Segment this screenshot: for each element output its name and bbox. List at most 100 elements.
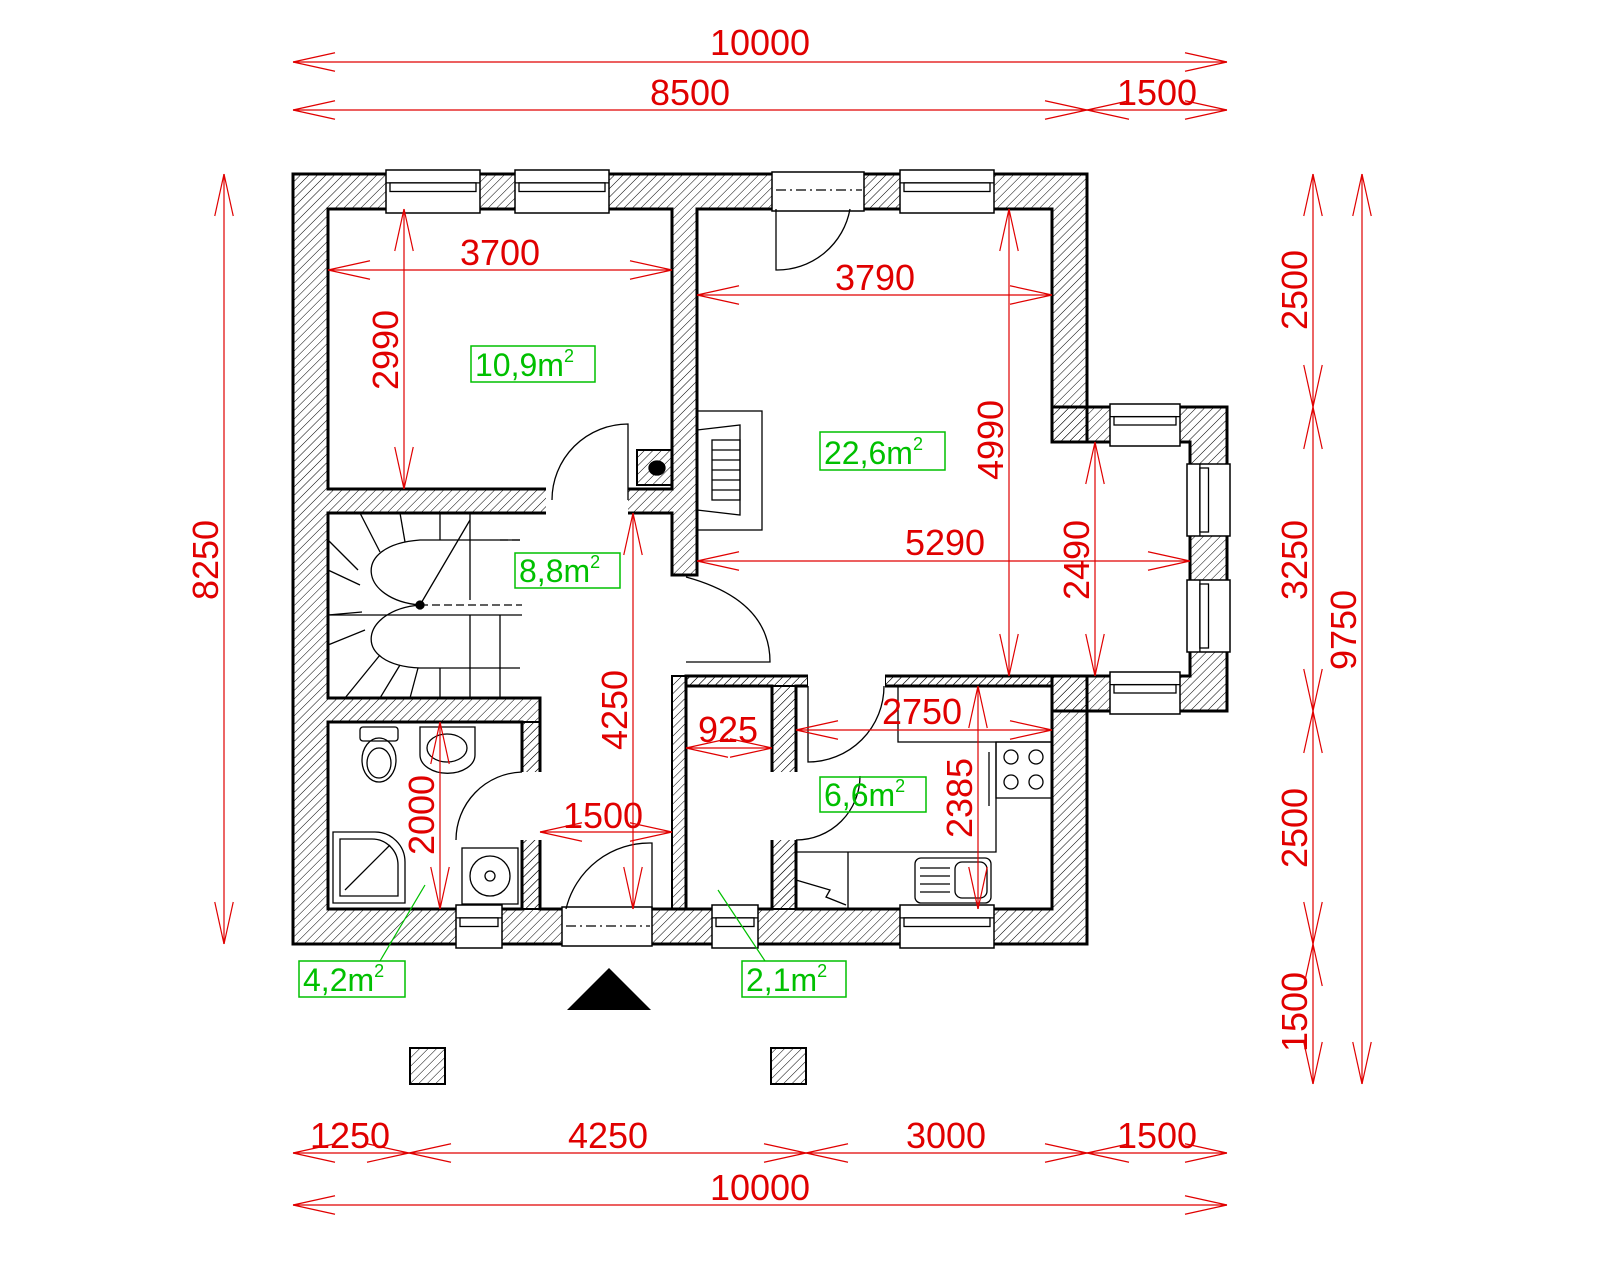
area-value: 4,2m2 (303, 961, 384, 998)
area-labels: 10,9m2 22,6m2 8,8m2 6,6m2 4,2m2 2,1m2 (298, 345, 946, 998)
door-bedroom (551, 423, 629, 501)
dimension-value: 1500 (1117, 1115, 1197, 1156)
shower-icon (332, 831, 406, 904)
dimension-value: 2385 (939, 758, 980, 838)
sink-icon (914, 857, 992, 904)
room-bathroom (326, 720, 524, 911)
window (899, 904, 995, 949)
dimension-value: 5290 (905, 522, 985, 563)
doors (455, 189, 885, 927)
door-bathroom (455, 771, 523, 841)
window (1109, 403, 1181, 447)
dimension-left-total: 8250 (185, 173, 234, 945)
area-value: 22,6m2 (824, 434, 923, 471)
washbasin-icon (419, 726, 476, 774)
entrance-arrow-icon (567, 968, 651, 1010)
dimension-bedroom-width: 3700 (327, 232, 673, 280)
window (1109, 671, 1181, 715)
dimension-value: 1500 (563, 795, 643, 836)
dimension-value: 8250 (185, 520, 226, 600)
windows (385, 169, 1231, 949)
dimension-value: 1500 (1117, 72, 1197, 113)
dimension-value: 3000 (906, 1115, 986, 1156)
pillar-right (770, 1047, 807, 1085)
dimension-right-seg-1: 2500 (1274, 173, 1323, 408)
dimension-kitchen-width: 2750 (795, 691, 1053, 740)
area-value: 10,9m2 (475, 346, 574, 383)
dimension-value: 9750 (1323, 590, 1364, 670)
area-label-living: 22,6m2 (819, 431, 946, 471)
dimension-hall-length: 4250 (594, 512, 643, 910)
dimension-right-seg-4: 1500 (1274, 943, 1323, 1085)
dimension-value: 2000 (401, 775, 442, 855)
dimension-value: 3250 (1274, 520, 1315, 600)
window (514, 169, 610, 214)
door-living (685, 576, 771, 663)
dimension-value: 10000 (710, 1167, 810, 1208)
dimension-value: 2500 (1274, 788, 1315, 868)
pillar-left (409, 1047, 446, 1085)
dimension-living-bay-width: 5290 (696, 522, 1191, 571)
dimension-value: 2490 (1056, 520, 1097, 600)
dimension-hall-width: 1500 (539, 795, 673, 842)
dimension-right-total: 9750 (1323, 173, 1372, 1085)
dimension-value: 3790 (835, 257, 915, 298)
dimension-wc-width: 925 (685, 709, 773, 758)
dimension-right-seg-3: 2500 (1274, 710, 1323, 945)
fireplace (636, 410, 763, 531)
door-openings (520, 171, 885, 947)
dimension-right-seg-2: 3250 (1274, 406, 1323, 712)
dimension-value: 3700 (460, 232, 540, 273)
dimension-value: 4250 (568, 1115, 648, 1156)
area-label-bathroom: 4,2m2 (298, 884, 426, 998)
room-bedroom (326, 207, 674, 491)
bathroom-fixtures (332, 726, 519, 905)
dimension-living-depth: 4990 (970, 208, 1019, 677)
dimension-value: 1500 (1274, 972, 1315, 1052)
dimension-bedroom-depth: 2990 (365, 208, 414, 490)
dimension-value: 2990 (365, 310, 406, 390)
area-label-hall: 8,8m2 (514, 552, 621, 589)
window (711, 904, 759, 949)
door-entrance (565, 842, 653, 910)
dimension-value: 925 (698, 709, 758, 750)
area-label-bedroom: 10,9m2 (470, 345, 596, 383)
area-value: 6,6m2 (824, 776, 905, 813)
dimension-living-bay-depth: 2490 (1056, 441, 1105, 677)
dimension-value: 2500 (1274, 250, 1315, 330)
dimension-value: 8500 (650, 72, 730, 113)
staircase (327, 512, 522, 699)
toilet-icon (359, 726, 399, 783)
dimension-top-total: 10000 (292, 22, 1228, 72)
window (1186, 579, 1231, 653)
area-value: 2,1m2 (746, 961, 827, 998)
window (455, 904, 503, 949)
window (1186, 463, 1231, 537)
dimension-value: 4990 (970, 400, 1011, 480)
dimension-bottom-seg-3: 3000 (805, 1115, 1088, 1163)
window (899, 169, 995, 214)
dimension-top-main: 8500 (292, 72, 1088, 120)
dimension-bottom-seg-1: 1250 (292, 1115, 410, 1163)
dimension-value: 2750 (882, 691, 962, 732)
dimension-bath-width: 2000 (401, 721, 450, 910)
dimension-lines: 10000 8500 1500 8250 2500 3250 2500 1500 9750 125… (185, 22, 1372, 1215)
area-label-wc: 2,1m2 (717, 889, 847, 998)
washing-machine-icon (461, 847, 519, 905)
dimension-value: 4250 (594, 670, 635, 750)
area-label-kitchen: 6,6m2 (819, 776, 927, 813)
dimension-kitchen-depth: 2385 (939, 685, 988, 910)
dimension-value: 1250 (310, 1115, 390, 1156)
door-kitchen (807, 685, 885, 763)
dimension-bottom-seg-2: 4250 (408, 1115, 807, 1163)
kitchen-fixtures (795, 685, 1053, 909)
dimension-bottom-total: 10000 (292, 1167, 1228, 1215)
door-wc (795, 775, 861, 841)
dimension-living-width: 3790 (696, 257, 1053, 305)
door-terrace (775, 208, 851, 271)
area-value: 8,8m2 (519, 552, 600, 589)
window (385, 169, 481, 214)
dimension-bottom-seg-4: 1500 (1086, 1115, 1228, 1163)
dimension-value: 10000 (710, 22, 810, 63)
